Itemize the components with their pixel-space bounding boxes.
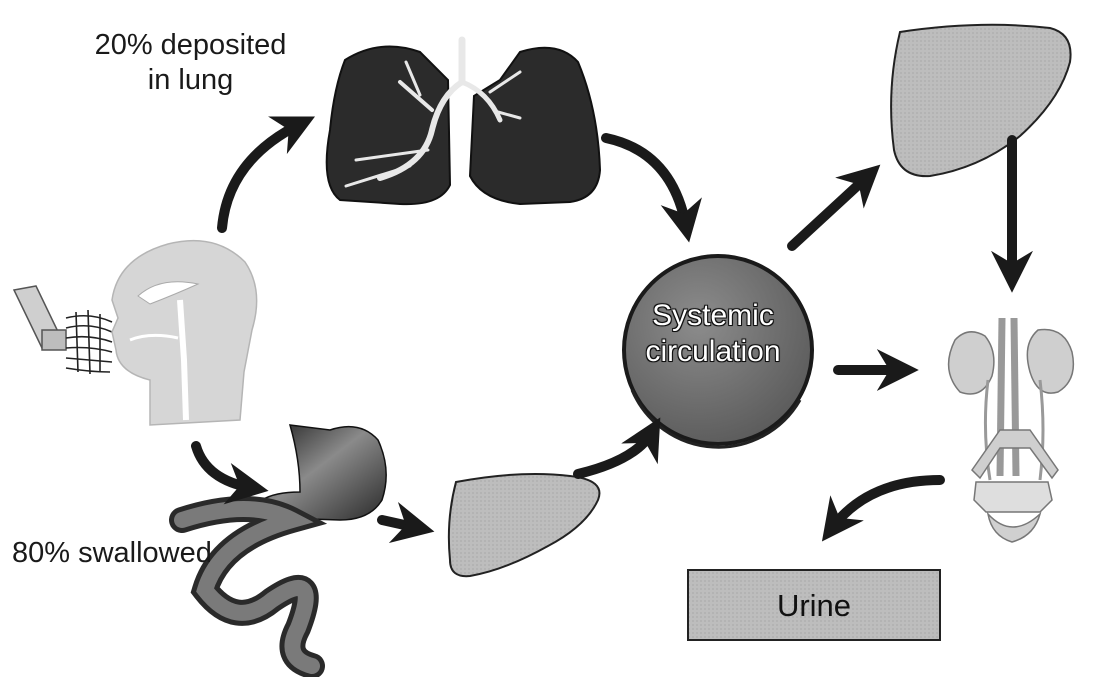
arrow-stomach-to-liver [382,520,418,528]
intestine-icon [182,509,312,666]
kidneys-icon [949,318,1074,542]
arrow-circulation-to-liver [792,176,868,246]
arrow-head-to-stomach [196,446,252,488]
label-systemic-line2: circulation [618,334,808,370]
liver-icon-portal [449,474,600,576]
arrow-lung-to-circulation [606,138,686,226]
label-systemic-line1: Systemic [618,298,808,334]
label-urine: Urine [688,587,940,624]
spray-icon [66,310,112,374]
label-deposited-in-lung: 20% deposited in lung [68,28,313,98]
head-icon [112,241,257,425]
label-swallowed: 80% swallowed [12,536,212,571]
lungs-icon [327,40,600,204]
arrow-head-to-lung [222,124,300,228]
label-deposited-line1: 20% deposited [68,28,313,63]
arrow-liver-to-circulation [578,432,652,474]
liver-icon-hepatic [891,25,1070,176]
arrow-kidneys-to-urine [832,480,940,528]
label-deposited-line2: in lung [68,63,313,98]
label-systemic-circulation: Systemic circulation [618,298,808,370]
inhaler-icon [14,286,66,350]
